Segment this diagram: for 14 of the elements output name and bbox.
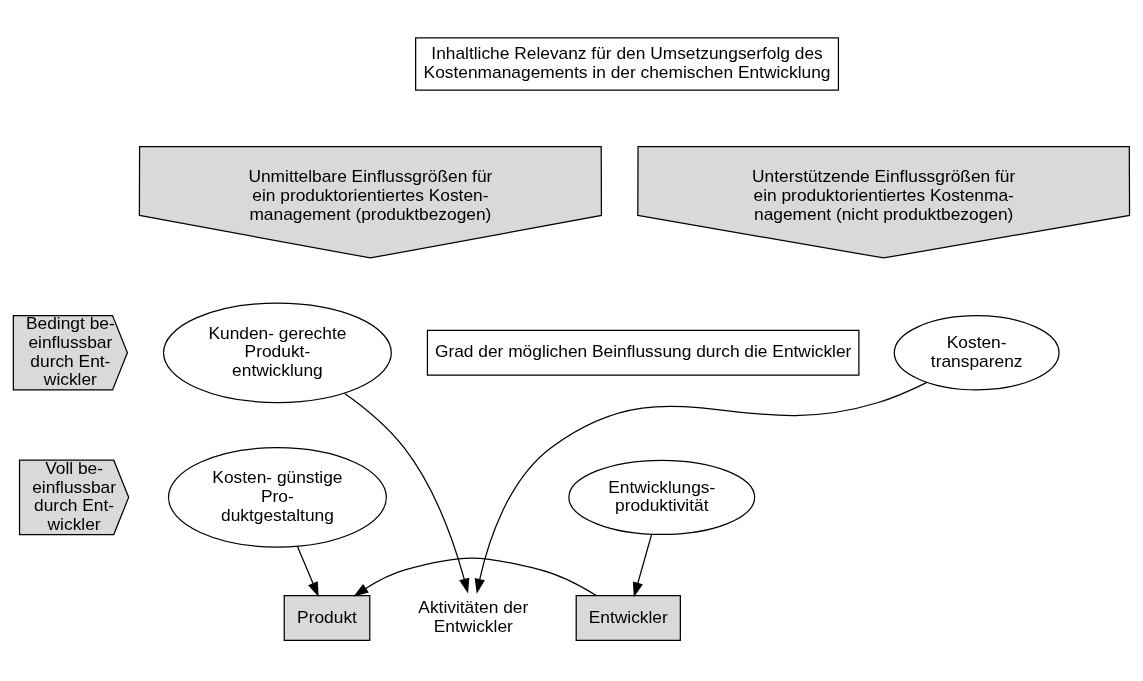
arrow bbox=[353, 556, 597, 597]
node-text: Aktivitäten der Entwickler bbox=[418, 596, 529, 636]
arrow bbox=[296, 545, 319, 597]
node-box: Produkt bbox=[283, 594, 371, 641]
node-box: Entwickler bbox=[575, 594, 681, 641]
arrow bbox=[474, 381, 928, 594]
node-box: Inhaltliche Relevanz für den Umsetzungserfolg des Kostenmanagements in der chemischen Entwicklung bbox=[415, 36, 840, 91]
node-ellipse: Kosten- transparenz bbox=[893, 314, 1060, 390]
node-ellipse: Entwicklungs- produktivität bbox=[568, 459, 756, 535]
arrow bbox=[344, 392, 470, 593]
node-ellipse: Kosten- günstige Pro- duktgestaltung bbox=[167, 446, 387, 548]
node-box: Grad der möglichen Beinflussung durch die Entwickler bbox=[426, 329, 860, 376]
arrow bbox=[632, 532, 653, 597]
node-ellipse: Kunden- gerechte Produkt- entwicklung bbox=[162, 301, 392, 403]
